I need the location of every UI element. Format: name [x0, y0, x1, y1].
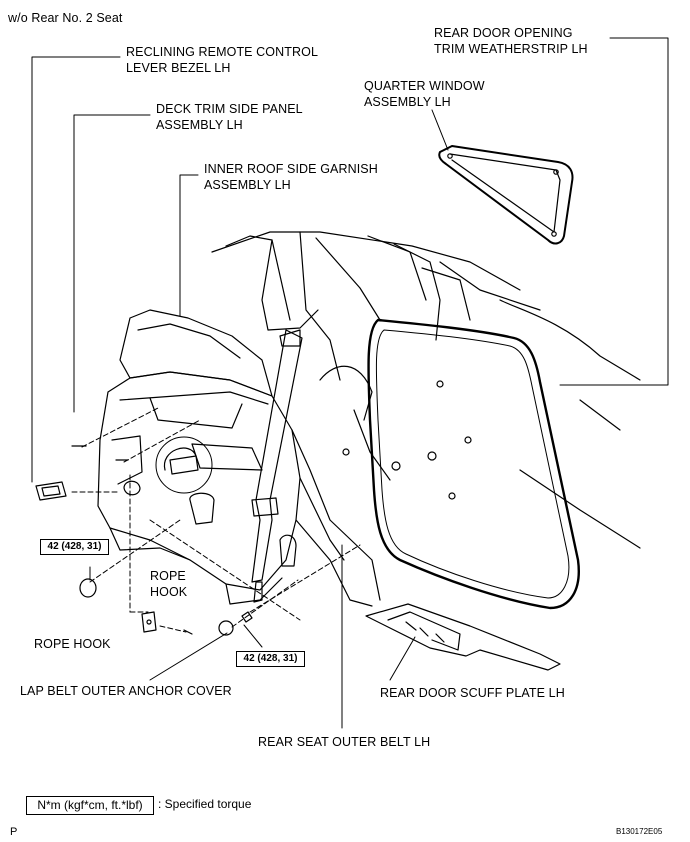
- callout-line: ROPE: [150, 569, 186, 583]
- quarter-window-outline: [438, 145, 574, 245]
- body-structure-outline: [211, 231, 641, 607]
- callout-line: RECLINING REMOTE CONTROL: [126, 45, 318, 59]
- callout-scuff-plate: REAR DOOR SCUFF PLATE LH: [380, 686, 565, 700]
- torque-spec-left: 42 (428, 31): [40, 539, 109, 555]
- footer-code: B130172E05: [616, 827, 663, 836]
- callout-rope-hook-mid: ROPE HOOK: [150, 568, 187, 600]
- callout-line: QUARTER WINDOW: [364, 79, 485, 93]
- callout-rope-hook-left: ROPE HOOK: [34, 637, 111, 651]
- leader-lines: [31, 37, 669, 729]
- inner-roof-garnish-outline: [119, 309, 273, 397]
- dashed-guides: [71, 406, 361, 633]
- callout-line: DECK TRIM SIDE PANEL: [156, 102, 303, 116]
- callout-deck-trim: DECK TRIM SIDE PANEL ASSEMBLY LH: [156, 101, 303, 133]
- footer-letter: P: [10, 826, 18, 838]
- callout-outer-belt: REAR SEAT OUTER BELT LH: [258, 735, 431, 749]
- callout-quarter-window: QUARTER WINDOW ASSEMBLY LH: [364, 78, 485, 110]
- callout-line: INNER ROOF SIDE GARNISH: [204, 162, 378, 176]
- callout-line: ASSEMBLY LH: [204, 178, 291, 192]
- callout-reclining-bezel: RECLINING REMOTE CONTROL LEVER BEZEL LH: [126, 44, 318, 76]
- weatherstrip-outline: [367, 318, 580, 610]
- torque-spec-right: 42 (428, 31): [236, 651, 305, 667]
- callout-weatherstrip: REAR DOOR OPENING TRIM WEATHERSTRIP LH: [434, 25, 588, 57]
- torque-legend-box: N*m (kgf*cm, ft.*lbf): [26, 796, 154, 815]
- small-parts: [35, 436, 253, 636]
- scuff-plate-outline: [365, 603, 561, 671]
- deck-trim-panel-outline: [97, 371, 301, 605]
- condition-label: w/o Rear No. 2 Seat: [8, 11, 123, 25]
- callout-line: LEVER BEZEL LH: [126, 61, 231, 75]
- callout-line: HOOK: [150, 585, 188, 599]
- callout-line: ASSEMBLY LH: [364, 95, 451, 109]
- torque-legend-text: : Specified torque: [158, 797, 252, 811]
- callout-line: ASSEMBLY LH: [156, 118, 243, 132]
- callout-lap-belt-cover: LAP BELT OUTER ANCHOR COVER: [20, 684, 232, 698]
- callout-line: REAR DOOR OPENING: [434, 26, 573, 40]
- callout-line: TRIM WEATHERSTRIP LH: [434, 42, 588, 56]
- seat-belt-outline: [251, 329, 303, 603]
- callout-inner-roof-garnish: INNER ROOF SIDE GARNISH ASSEMBLY LH: [204, 161, 378, 193]
